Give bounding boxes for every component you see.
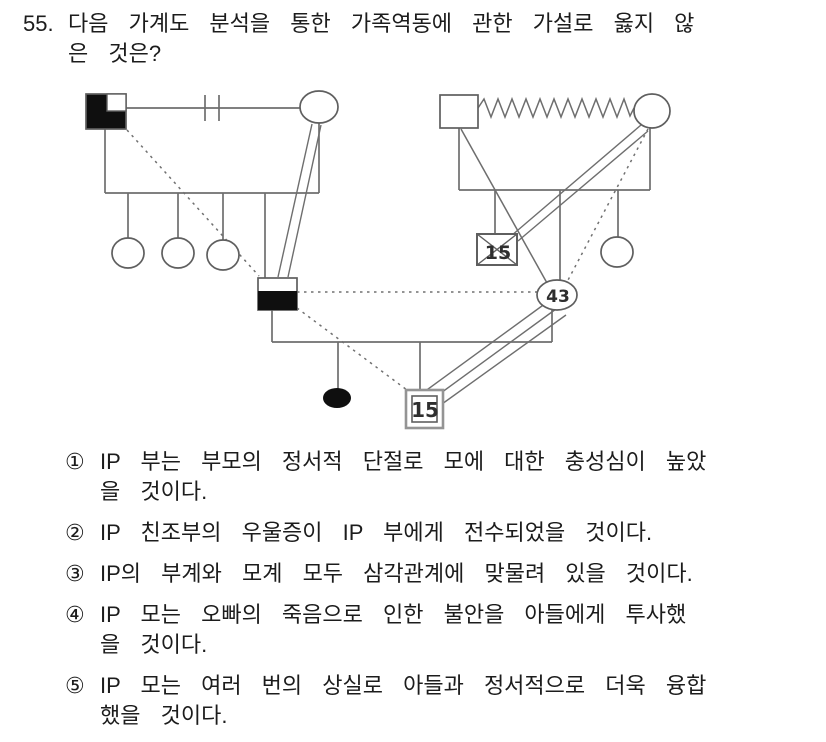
triangle-line-mgf-to-mother — [460, 128, 548, 284]
choice-3-text: IP의 부계와 모계 모두 삼각관계에 맞물려 있을 것이다. — [100, 561, 693, 586]
fusion-mother-ip-1 — [423, 302, 547, 393]
fusion-mgm-uncle-1 — [510, 124, 642, 237]
deceased-uncle-age-label: 15 — [485, 242, 511, 264]
paternal-aunt2-circle — [161, 237, 195, 269]
genogram-diagram: 15 43 15 — [85, 90, 671, 430]
fusion-pgm-father-1 — [277, 123, 313, 278]
choice-1[interactable]: ① IP 부는 부모의 정서적 단절로 모에 대한 충성심이 높았 을 것이다. — [65, 447, 797, 507]
choice-1-text: IP 부는 부모의 정서적 단절로 모에 대한 충성심이 높았 을 것이다. — [100, 449, 707, 504]
fusion-pgm-father-2 — [287, 124, 322, 278]
paternal-grandfather-notch — [106, 93, 127, 112]
choice-4-marker: ④ — [65, 602, 85, 627]
maternal-aunt-circle — [600, 236, 634, 268]
choice-4[interactable]: ④ IP 모는 오빠의 죽음으로 인한 불안을 아들에게 투사했 을 것이다. — [65, 600, 797, 660]
choice-5[interactable]: ⑤ IP 모는 여러 번의 상실로 아들과 정서적으로 더욱 융합 했을 것이다. — [65, 671, 797, 731]
fusion-mother-ip-3 — [441, 314, 567, 405]
choice-5-marker: ⑤ — [65, 673, 85, 698]
maternal-grandfather-square — [439, 94, 479, 129]
choice-2-text: IP 친조부의 우울증이 IP 부에게 전수되었을 것이다. — [100, 520, 653, 545]
ip-inner-square — [411, 395, 438, 423]
fusion-mgm-uncle-2 — [517, 130, 649, 242]
distant-lines — [126, 128, 649, 391]
choice-2-marker: ② — [65, 520, 85, 545]
choice-4-text: IP 모는 오빠의 죽음으로 인한 불안을 아들에게 투사했 을 것이다. — [100, 602, 687, 657]
choice-3[interactable]: ③ IP의 부계와 모계 모두 삼각관계에 맞물려 있을 것이다. — [65, 559, 797, 589]
distant-father-ip — [296, 307, 408, 391]
question-number: 55. — [23, 11, 54, 36]
choice-1-marker: ① — [65, 449, 85, 474]
fusion-mother-ip-2 — [433, 308, 557, 399]
paternal-grandmother-circle — [299, 90, 339, 124]
question-block: 55. 다음 가계도 분석을 통한 가족역동에 관한 가설로 옳지 않 은 것은? — [23, 9, 820, 69]
choice-5-text: IP 모는 여러 번의 상실로 아들과 정서적으로 더욱 융합 했을 것이다. — [100, 673, 707, 728]
ip-mother-circle — [536, 279, 578, 311]
choice-2[interactable]: ② IP 친조부의 우울증이 IP 부에게 전수되었을 것이다. — [65, 518, 797, 548]
deceased-uncle-x2 — [476, 233, 518, 266]
distant-pgf-father — [126, 129, 260, 277]
ip-father-fill — [258, 291, 297, 310]
distant-mgm-mother — [566, 128, 649, 283]
maternal-grandmother-circle — [633, 93, 671, 129]
ip-mother-age-label: 43 — [546, 287, 570, 307]
choice-3-marker: ③ — [65, 561, 85, 586]
genogram-symbols — [85, 90, 671, 430]
abortion-dot — [323, 388, 351, 408]
question-text: 다음 가계도 분석을 통한 가족역동에 관한 가설로 옳지 않 은 것은? — [68, 11, 695, 66]
ip-age-label: 15 — [411, 398, 439, 422]
paternal-aunt1-circle — [111, 237, 145, 269]
genogram-lines — [104, 95, 651, 391]
fusion-lines — [277, 123, 649, 405]
paternal-aunt3-circle — [206, 239, 240, 271]
genogram-labels: 15 43 15 — [411, 242, 570, 422]
maternal-conflict-zigzag — [477, 96, 635, 120]
